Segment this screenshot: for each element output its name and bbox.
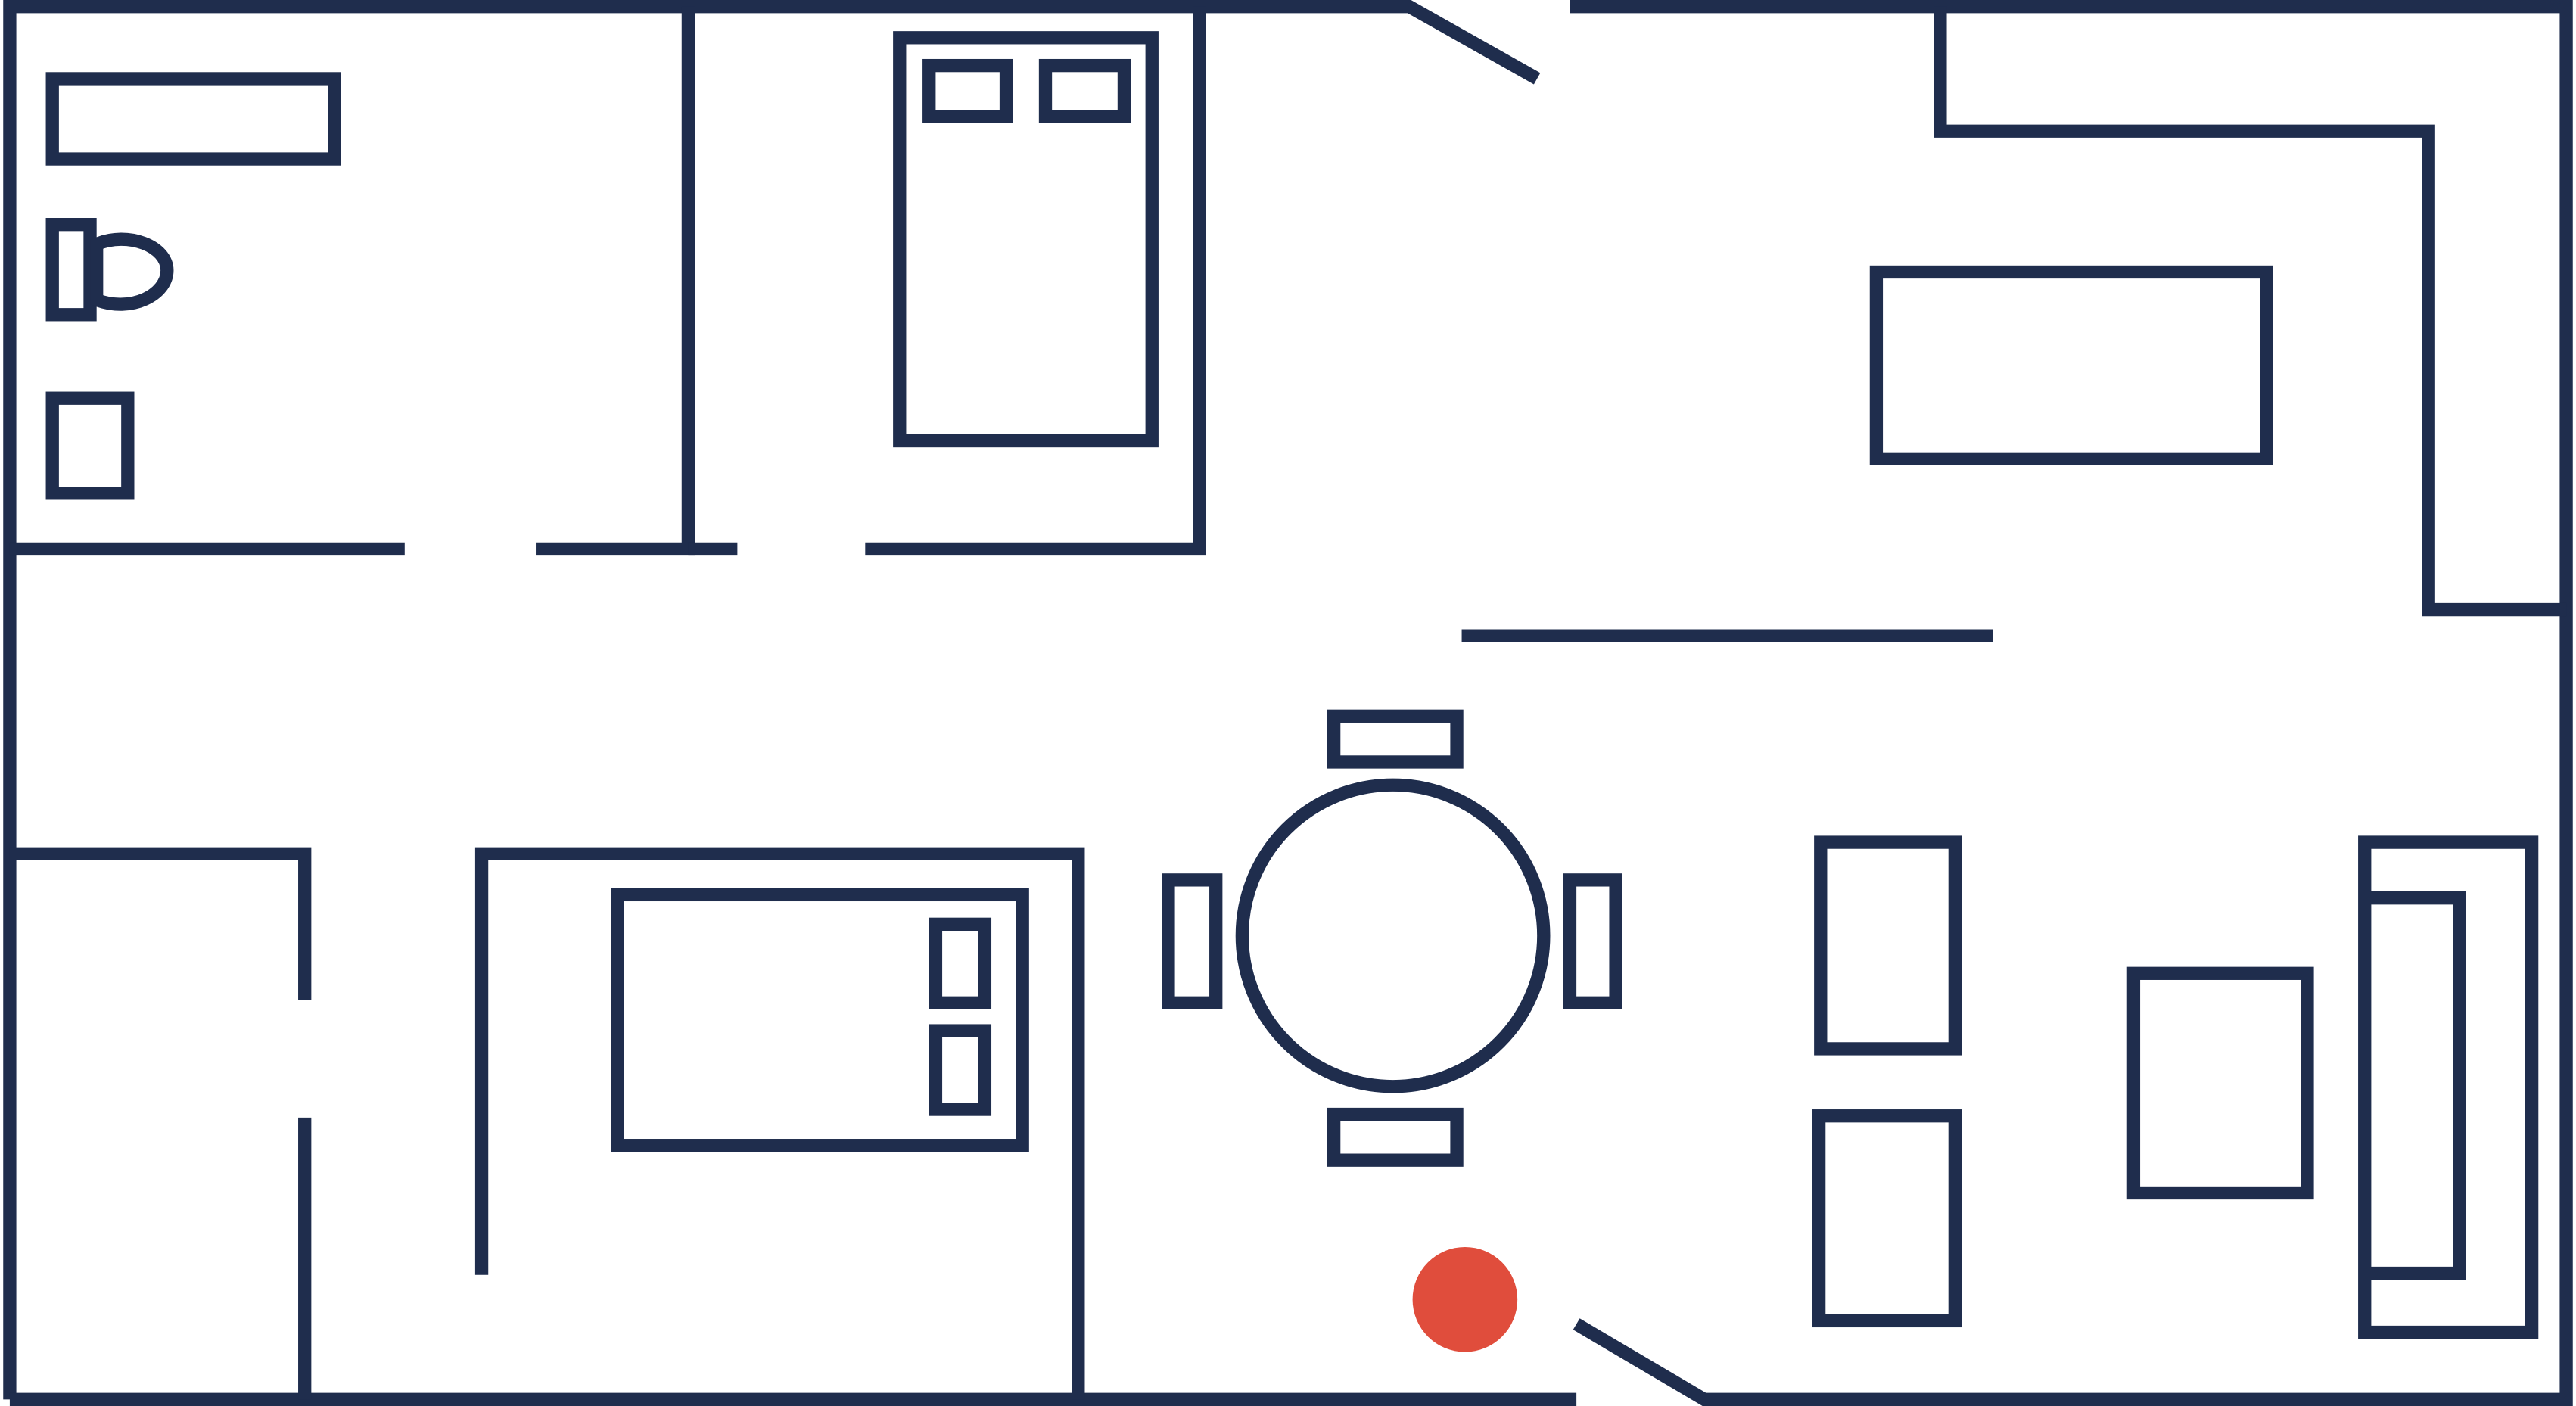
dining-chair-top <box>1327 709 1464 769</box>
pillow-left <box>922 58 1013 123</box>
cabinet-right-bottom <box>1812 1109 1962 1328</box>
dining-chair-bottom <box>1327 1107 1464 1167</box>
sink <box>45 391 135 500</box>
location-dot-icon[interactable] <box>1412 1246 1518 1352</box>
dining-table <box>1235 778 1551 1093</box>
nightstand-bottom <box>929 1024 992 1116</box>
table-right <box>2126 966 2314 1200</box>
bed <box>893 31 1159 448</box>
pillow-right <box>1038 58 1131 123</box>
wall-lower-middle-room <box>474 847 1085 1400</box>
bed-lower <box>611 888 1029 1152</box>
counter-l-shape <box>2358 835 2539 1339</box>
dining-chair-left <box>1162 873 1223 1009</box>
nightstand-top <box>929 917 992 1009</box>
wall-lower-left-room <box>9 847 312 1000</box>
toilet-bowl <box>90 232 174 311</box>
furniture-layer <box>45 31 2539 1339</box>
wall-right-nook <box>1934 6 2567 617</box>
wall-bedroom <box>865 6 1206 556</box>
outer-wall-right <box>1570 0 2573 1406</box>
cabinet-right-top <box>1814 835 1962 1056</box>
outer-wall-top-left <box>3 0 1541 1400</box>
wall-upper-middle-room <box>536 6 695 556</box>
dining-chair-right <box>1563 873 1622 1009</box>
walls-layer <box>3 0 2573 1406</box>
toilet-tank <box>45 218 97 322</box>
sofa <box>45 72 341 166</box>
cabinet-upper-right <box>1869 265 2273 466</box>
